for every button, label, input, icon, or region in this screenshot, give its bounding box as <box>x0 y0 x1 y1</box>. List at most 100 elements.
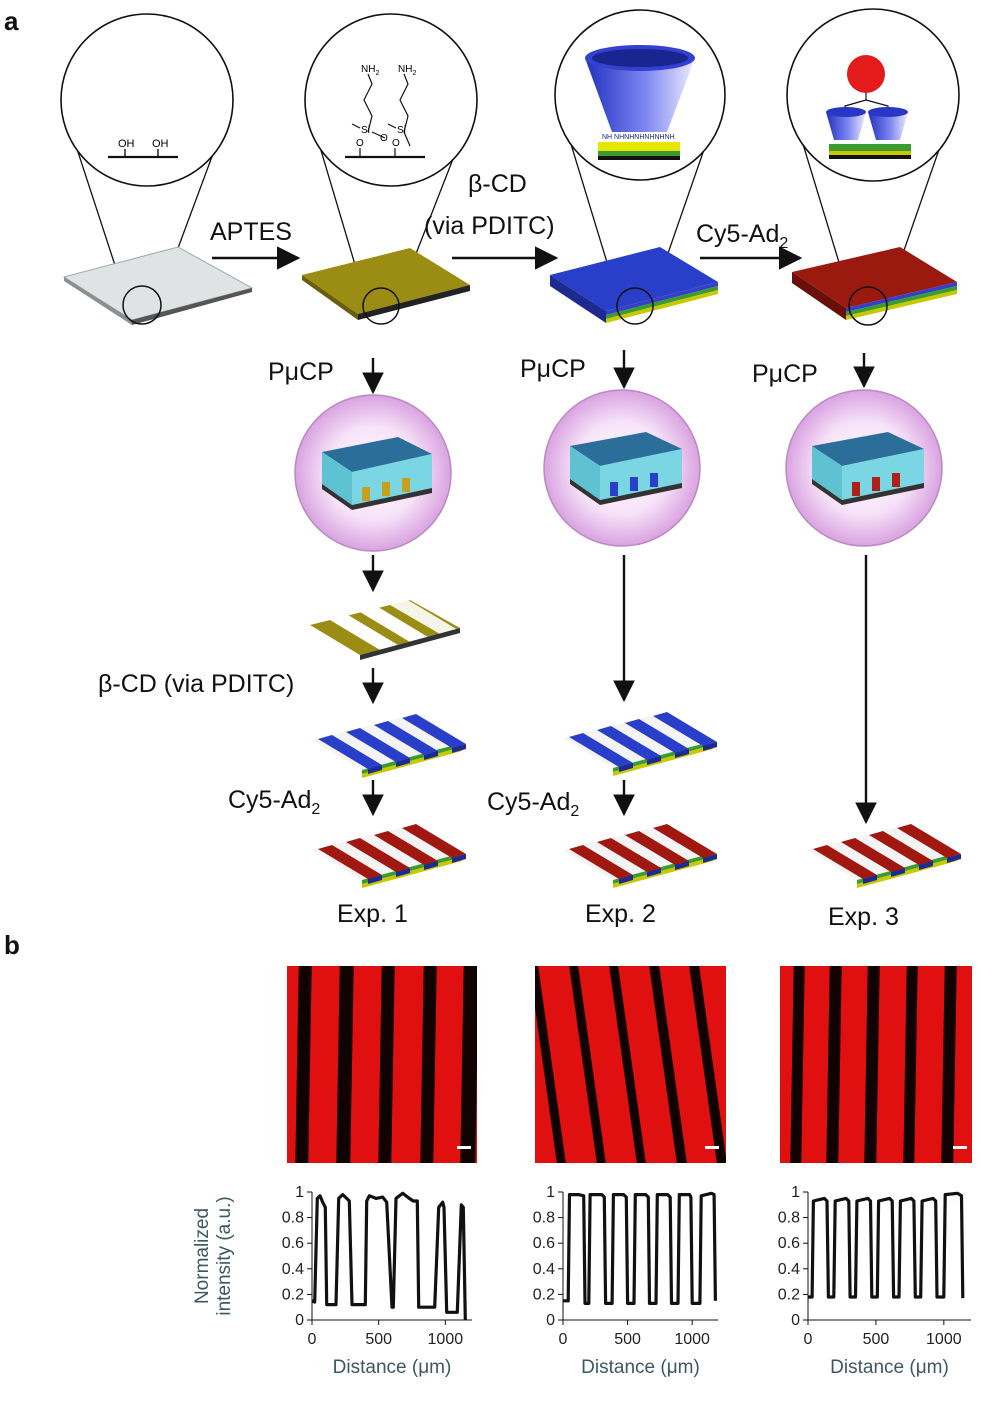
x-tick-label: 1000 <box>674 1331 710 1348</box>
y-tick-label: 0.2 <box>282 1286 304 1303</box>
y-tick-label: 1 <box>546 1184 555 1201</box>
intensity-series-line <box>808 1191 965 1299</box>
intensity-series-line <box>311 1191 467 1321</box>
stamp-bubble-2 <box>543 389 701 547</box>
x-axis-label: Distance (μm) <box>581 1357 700 1378</box>
y-tick-label: 0.8 <box>282 1210 304 1227</box>
zoom-ring-aptes <box>362 287 400 325</box>
experiment-label-1: Exp. 1 <box>337 900 408 928</box>
patterned-slide-cy5-exp3 <box>807 824 961 888</box>
x-tick-label: 500 <box>863 1331 890 1348</box>
y-tick-label: 0.2 <box>778 1286 800 1303</box>
y-tick-label: 0 <box>791 1312 800 1329</box>
stripe-pattern-exp3 <box>780 966 972 1163</box>
patterned-slide-cy5-exp3-stripe <box>841 838 905 872</box>
oh-label-1: OH <box>118 138 135 150</box>
y-tick-label: 1 <box>791 1184 800 1201</box>
svg-text:Normalized: Normalized <box>192 1208 213 1304</box>
glass-slide <box>62 246 254 325</box>
patterned-slide-cd-exp1 <box>312 714 466 778</box>
scale-bar-exp2 <box>705 1146 719 1149</box>
step-label-cy5-exp1: Cy5-Ad2 <box>228 786 321 818</box>
cd-slide <box>550 247 718 323</box>
patterned-slide-cy5-exp1-stripe <box>346 838 410 872</box>
o-label-3: O <box>392 138 400 149</box>
experiment-label-3: Exp. 3 <box>828 903 899 931</box>
o-label-1: O <box>356 138 364 149</box>
step-label-bcd-pditc: β-CD (via PDITC) <box>98 670 295 698</box>
y-tick-label: 0.8 <box>778 1210 800 1227</box>
scale-bar-exp3 <box>953 1146 967 1149</box>
x-tick-label: 1000 <box>926 1331 962 1348</box>
x-tick-label: 0 <box>308 1331 317 1348</box>
nh2-label-1: NH2 <box>361 64 379 77</box>
zoom-ring-cy5 <box>848 286 888 326</box>
step-label-pucp-2: PμCP <box>520 355 586 383</box>
fluorescence-image-exp3 <box>780 966 972 1163</box>
x-tick-label: 1000 <box>428 1331 464 1348</box>
step-label-pucp-1: PμCP <box>268 358 334 386</box>
patterned-slide-cd-exp1-stripe <box>374 721 438 755</box>
zoom-circle-glass <box>60 13 234 187</box>
cy5-complex-zoom <box>826 55 911 159</box>
patterned-slide-cy5-exp3-stripe <box>897 824 961 858</box>
x-axis-label: Distance (μm) <box>830 1357 949 1378</box>
x-tick-label: 0 <box>559 1331 568 1348</box>
patterned-slide-cy5-exp3-stripe <box>813 845 877 879</box>
aptes-slide <box>302 248 470 320</box>
step-label-bcd-line1: β-CD <box>468 170 527 198</box>
patterned-slide-cy5-exp2-stripe <box>597 838 661 872</box>
fluorescence-image-exp1 <box>287 966 477 1163</box>
o-label-2: O <box>380 133 388 144</box>
stamp-bubble-3 <box>785 389 943 547</box>
patterned-slide-cy5-exp1-stripe <box>374 831 438 865</box>
fluorescence-image-exp2 <box>535 966 726 1163</box>
y-tick-label: 0.8 <box>533 1210 555 1227</box>
stripe-pattern-exp1 <box>287 966 477 1163</box>
panel-label-a: a <box>4 6 19 36</box>
y-tick-label: 0.6 <box>533 1235 555 1252</box>
intensity-series-line <box>563 1191 717 1306</box>
y-tick-label: 0.6 <box>778 1235 800 1252</box>
cy5-slide <box>792 247 957 320</box>
patterned-slide-cd-exp1-stripe <box>346 728 410 762</box>
oh-label-2: OH <box>152 138 169 150</box>
patterned-slide-cd-exp1-stripe <box>402 714 466 748</box>
x-axis-label: Distance (μm) <box>333 1357 452 1378</box>
x-tick-label: 500 <box>614 1331 641 1348</box>
panel-label-b: b <box>4 930 20 960</box>
hydroxyl-surface <box>108 149 178 159</box>
patterned-slide-cd-exp1-stripe <box>318 735 382 769</box>
zoom-ring-cd <box>616 287 654 325</box>
patterned-slide-cy5-exp2-stripe <box>569 845 633 879</box>
step-label-cy5-top: Cy5-Ad2 <box>696 220 789 252</box>
nh-row-label: NH NHNHNHNHNHNH <box>602 134 675 141</box>
step-label-pucp-3: PμCP <box>752 360 818 388</box>
patterned-slide-cd-exp2-stripe <box>653 712 717 746</box>
x-tick-label: 0 <box>804 1331 813 1348</box>
patterned-slide-cy5-exp1-stripe <box>318 845 382 879</box>
y-tick-label: 0.2 <box>533 1286 555 1303</box>
patterned-slide-cy5-exp2-stripe <box>625 831 689 865</box>
experiment-label-2: Exp. 2 <box>585 900 656 928</box>
step-label-aptes: APTES <box>210 218 292 246</box>
schematic-panel-a: OH OH NH2 NH2 Si Si O O O NH NHNHNHNHNHN… <box>60 8 961 888</box>
aptes-molecule <box>345 73 425 159</box>
patterned-slide-cd-exp2-stripe <box>597 726 661 760</box>
patterned-slide-cy5-exp2 <box>563 824 717 888</box>
y-tick-label: 0.6 <box>282 1235 304 1252</box>
step-label-bcd-line2: (via PDITC) <box>424 212 555 240</box>
y-tick-label: 0.4 <box>778 1261 800 1278</box>
svg-text:intensity (a.u.): intensity (a.u.) <box>214 1196 235 1315</box>
patterned-slide-aptes <box>310 600 460 660</box>
patterned-slide-cy5-exp2-stripe <box>653 824 717 858</box>
stamp-bubble-1 <box>294 394 452 552</box>
y-tick-label: 0 <box>295 1312 304 1329</box>
patterned-slide-cd-exp2-stripe <box>569 733 633 767</box>
patterned-slide-cy5-exp1 <box>312 824 466 888</box>
patterned-slide-cd-exp2-stripe <box>625 719 689 753</box>
cyclodextrin-cone-zoom <box>585 45 695 160</box>
